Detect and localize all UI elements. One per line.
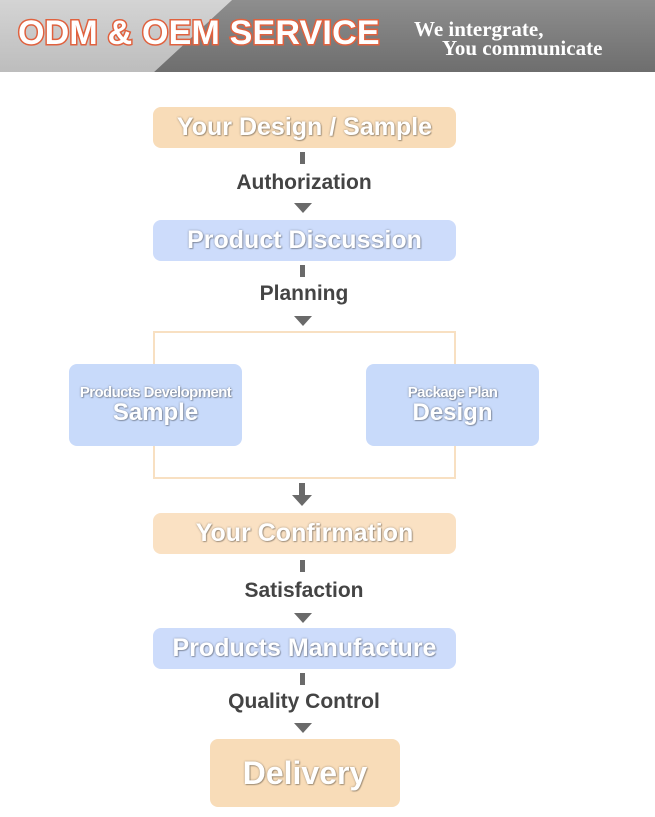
step-your-design-sample: Your Design / Sample xyxy=(153,107,456,148)
arrow-down-icon xyxy=(294,723,312,733)
label-satisfaction: Satisfaction xyxy=(244,579,364,602)
banner-dark-panel xyxy=(154,0,655,72)
connector-bar xyxy=(300,265,305,277)
branch-left-title: Sample xyxy=(112,399,199,427)
label-planning: Planning xyxy=(259,282,349,305)
step-delivery: Delivery xyxy=(210,739,400,807)
step-your-confirmation: Your Confirmation xyxy=(153,513,456,554)
branch-package-plan: Package Plan Design xyxy=(366,364,539,446)
arrow-down-icon xyxy=(294,613,312,623)
branch-right-title: Design xyxy=(412,399,493,427)
arrow-down-icon xyxy=(294,316,312,326)
label-authorization: Authorization xyxy=(236,171,372,194)
header-banner: ODM & OEM SERVICE We intergrate, You com… xyxy=(0,0,655,72)
connector-bar xyxy=(300,152,305,164)
slogan-line-1: We intergrate, xyxy=(414,17,544,41)
merge-arrow-shaft xyxy=(299,483,305,497)
branch-left-subtitle: Products Development xyxy=(79,383,232,401)
arrow-down-icon xyxy=(292,495,312,506)
label-quality-control: Quality Control xyxy=(228,690,380,713)
connector-bar xyxy=(300,673,305,685)
branch-right-subtitle: Package Plan xyxy=(407,383,498,401)
page-title: ODM & OEM SERVICE xyxy=(17,13,382,54)
arrow-down-icon xyxy=(294,203,312,213)
step-products-manufacture: Products Manufacture xyxy=(153,628,456,669)
connector-bar xyxy=(300,560,305,572)
slogan: We intergrate, You communicate xyxy=(414,17,650,60)
step-product-discussion: Product Discussion xyxy=(153,220,456,261)
slogan-line-2: You communicate xyxy=(442,36,603,60)
branch-products-development: Products Development Sample xyxy=(69,364,242,446)
